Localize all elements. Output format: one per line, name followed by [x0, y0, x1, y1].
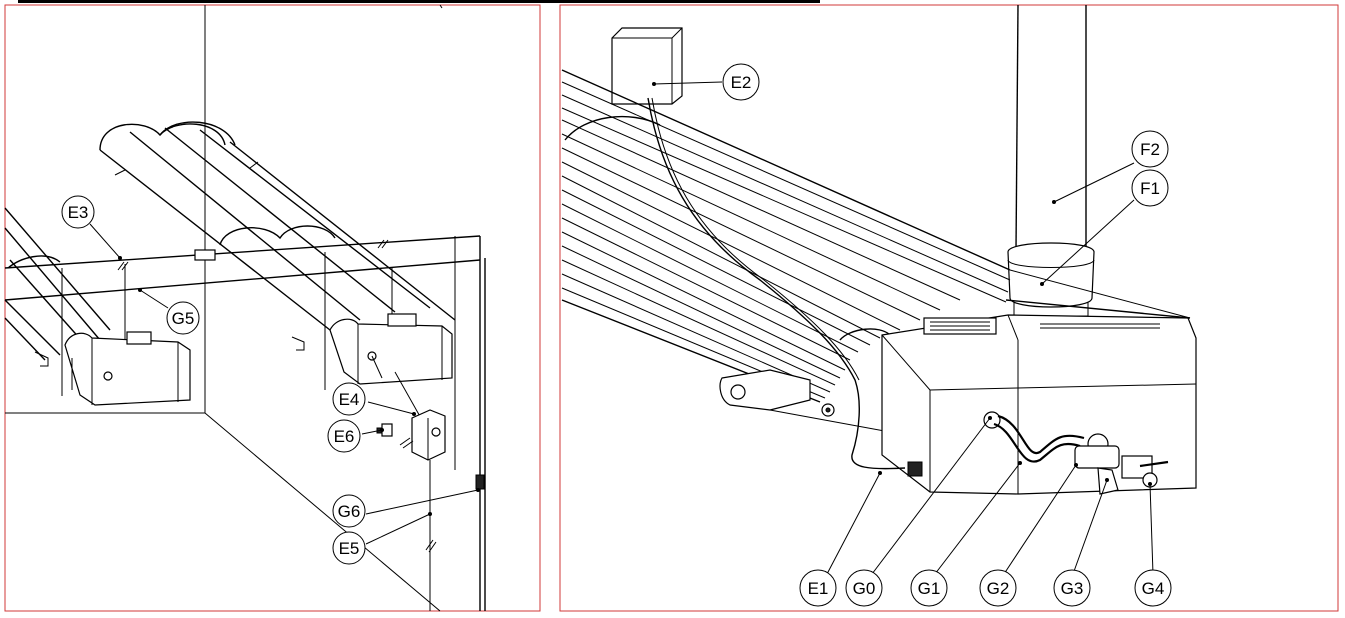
svg-text:G0: G0: [853, 579, 876, 598]
callout-E4: E4: [332, 382, 366, 416]
heater-right: [291, 252, 453, 453]
svg-text:F2: F2: [1140, 140, 1160, 159]
radiant-tubes-left: [4, 207, 111, 361]
callout-G0: G0: [845, 569, 883, 607]
svg-text:G1: G1: [918, 579, 941, 598]
callout-F2: F2: [1131, 130, 1169, 168]
svg-text:E5: E5: [339, 539, 360, 558]
callout-F1: F1: [1131, 169, 1169, 207]
svg-text:E6: E6: [334, 427, 355, 446]
svg-text:E2: E2: [731, 73, 752, 92]
heater-left: [34, 264, 191, 406]
callout-E1: E1: [799, 569, 837, 607]
svg-text:G3: G3: [1061, 579, 1084, 598]
callout-G6: G6: [332, 494, 366, 528]
left-panel: E3 G5 E4 E6 G6 E5: [4, 4, 541, 612]
svg-text:G4: G4: [1142, 579, 1165, 598]
callout-G4: G4: [1134, 569, 1172, 607]
electrical-cable: [647, 97, 906, 470]
callout-G1: G1: [910, 569, 948, 607]
callout-E6: E6: [327, 419, 361, 453]
svg-text:E3: E3: [68, 203, 89, 222]
right-panel: E2 F2 F1 E1 G0 G1 G2 G3: [559, 4, 1339, 612]
gas-connection: [993, 414, 1169, 495]
svg-text:E1: E1: [808, 579, 829, 598]
radiant-tube-body: [561, 69, 1191, 403]
svg-text:E4: E4: [339, 390, 360, 409]
switch: [376, 423, 393, 437]
junction-box: [611, 27, 683, 105]
svg-text:G2: G2: [987, 579, 1010, 598]
right-panel-frame: [559, 4, 1339, 612]
svg-text:G6: G6: [338, 502, 361, 521]
left-panel-frame: [4, 4, 541, 612]
svg-text:F1: F1: [1140, 179, 1160, 198]
callout-G2: G2: [979, 569, 1017, 607]
top-bar: [18, 0, 820, 3]
support-beam: [4, 235, 481, 301]
callout-G3: G3: [1053, 569, 1091, 607]
gas-pipe-wall: [454, 236, 486, 611]
hanger-bracket: [719, 369, 891, 433]
flue-pipe: [1007, 4, 1095, 317]
callout-G5: G5: [166, 301, 200, 335]
control-box: [399, 409, 446, 461]
callout-E2: E2: [722, 63, 760, 101]
svg-text:G5: G5: [172, 309, 195, 328]
callout-E5: E5: [332, 531, 366, 565]
callout-E3: E3: [61, 195, 95, 229]
